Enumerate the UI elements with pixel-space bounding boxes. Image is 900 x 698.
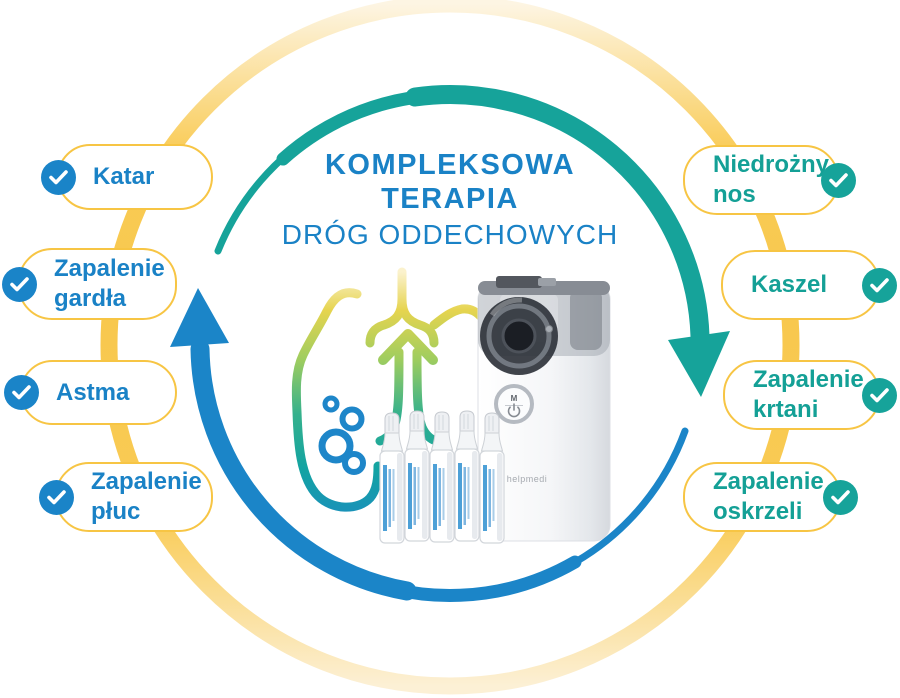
ampoule-3 — [429, 411, 455, 543]
blue-arrow-arc — [170, 288, 689, 603]
mode-label: M — [511, 394, 518, 403]
condition-label: Katar — [93, 163, 155, 190]
infographic-title: KOMPLEKSOWA TERAPIA DRÓG ODDECHOWYCH — [0, 148, 900, 251]
check-icon — [39, 479, 74, 515]
clip-tab — [538, 278, 556, 286]
teal-arrow-arc — [214, 85, 730, 397]
check-icon — [862, 267, 897, 303]
power-button: M — [494, 384, 534, 424]
check-icon — [862, 377, 897, 413]
screw-icon — [545, 325, 553, 333]
device-clip — [496, 276, 542, 288]
check-icon — [41, 159, 76, 195]
condition-label: Kaszel — [751, 271, 828, 298]
condition-badge-zapalenie-krtani: Zapalenie krtani — [723, 360, 897, 430]
nebulizer-device: M helpmedi — [477, 276, 611, 542]
condition-badge-zapalenie-pluc: Zapalenie płuc — [39, 462, 213, 532]
condition-label: Zapalenie krtani — [753, 366, 864, 423]
device-brand: helpmedi — [507, 474, 548, 484]
bubbles — [318, 395, 366, 475]
power-icon — [507, 403, 521, 418]
bubble-small — [322, 395, 340, 413]
title-line-1: KOMPLEKSOWA — [324, 149, 576, 181]
check-icon — [821, 162, 856, 198]
check-icon — [4, 375, 39, 410]
lungs-illustration — [291, 267, 487, 512]
check-icon — [823, 479, 858, 515]
ampoule-1 — [379, 412, 405, 544]
title-line-3: DRÓG ODDECHOWYCH — [281, 219, 619, 250]
teal-arrowhead — [668, 331, 730, 397]
condition-badge-astma: Astma — [4, 360, 177, 425]
condition-badge-zapalenie-oskrzeli: Zapalenie oskrzeli — [683, 462, 858, 532]
saline-ampoules — [379, 410, 505, 544]
airflow-arrow-chevron — [378, 329, 438, 365]
left-lung-outline — [291, 288, 383, 512]
right-bronchus — [397, 294, 439, 348]
condition-badge-zapalenie-gardla: Zapalenie gardła — [2, 248, 177, 320]
condition-label: Astma — [56, 378, 130, 406]
condition-label: Niedrożny nos — [713, 151, 830, 208]
condition-badge-niedrozny-nos: Niedrożny nos — [683, 145, 856, 215]
condition-badge-katar: Katar — [41, 144, 213, 210]
yellow-ring — [100, 0, 800, 695]
condition-badge-kaszel: Kaszel — [721, 250, 897, 320]
condition-label: Zapalenie płuc — [91, 468, 202, 525]
check-icon — [2, 266, 37, 302]
bubble-large — [318, 428, 354, 464]
ampoule-4 — [454, 410, 480, 542]
title-line-2: TERAPIA — [381, 183, 519, 215]
condition-label: Zapalenie oskrzeli — [713, 468, 824, 525]
left-bronchus — [365, 294, 407, 348]
bubble-medium-2 — [342, 451, 366, 475]
blue-arrowhead — [170, 288, 229, 347]
right-lung-edge — [429, 304, 487, 330]
bubble-medium — [339, 406, 365, 432]
tank-shade — [570, 290, 602, 350]
mesh-cup-icon — [480, 297, 558, 375]
condition-label: Zapalenie gardła — [54, 255, 165, 312]
